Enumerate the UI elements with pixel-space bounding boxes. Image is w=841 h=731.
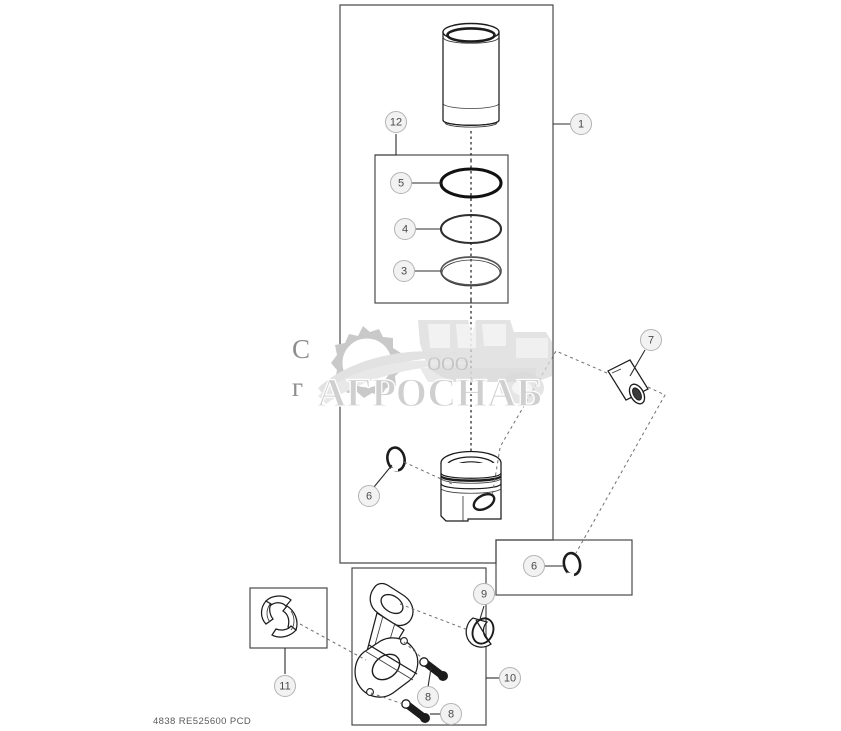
frame-bearing-set [249,587,328,649]
callout-6-lower-label: 6 [531,561,537,573]
connecting-rod-bushing [465,617,495,648]
callout-7[interactable]: 7 [640,329,662,351]
callout-8-lower-label: 8 [448,709,454,721]
callout-9[interactable]: 9 [473,583,495,605]
drawing-reference-code: 4838 RE525600 PCD [153,716,252,727]
callout-9-label: 9 [481,589,487,601]
callout-8-upper[interactable]: 8 [417,686,439,708]
callout-12-label: 12 [390,117,402,129]
cap-screw-upper [419,657,448,681]
callout-10-label: 10 [504,673,516,685]
assembly-path-ring-upper [403,461,453,485]
callout-6-lower[interactable]: 6 [523,555,545,577]
callout-3[interactable]: 3 [393,260,415,282]
piston-ring-oil-inner [441,259,501,287]
callout-8-upper-label: 8 [425,692,431,704]
cylinder-liner [442,22,500,128]
bearing-shell-lower [271,605,298,638]
assembly-path-bearings [299,623,367,661]
bearing-shell-upper [260,595,292,625]
callout-11[interactable]: 11 [274,675,296,697]
callout-7-label: 7 [648,335,654,347]
piston [440,450,502,522]
assembly-path-pin-lower [575,386,666,554]
connecting-rod [354,582,419,698]
assembly-path-screw-upper [403,641,424,660]
piston-pin [607,359,649,405]
callout-12[interactable]: 12 [385,111,407,133]
leader-line-7 [629,349,646,377]
callout-11-label: 11 [279,681,290,693]
callout-5-label: 5 [398,178,404,190]
callout-4-label: 4 [402,224,408,236]
leader-line-9 [479,605,485,620]
leader-line-6a [373,464,393,488]
callout-6-upper[interactable]: 6 [358,485,380,507]
callout-1-label: 1 [578,119,584,131]
callout-1[interactable]: 1 [570,113,592,135]
cap-screw-lower [401,699,430,723]
leader-line-12 [375,134,397,156]
callout-6-upper-label: 6 [366,491,372,503]
callout-8-lower[interactable]: 8 [440,703,462,725]
frame-piston-ring-set [374,154,509,304]
callout-10[interactable]: 10 [499,667,521,689]
retaining-ring-upper [386,446,406,472]
callout-4[interactable]: 4 [394,218,416,240]
leader-line-8a [427,667,432,688]
retaining-ring-lower [562,551,582,577]
assembly-path-pin-bore [491,447,501,498]
callout-5[interactable]: 5 [390,172,412,194]
callout-3-label: 3 [401,266,407,278]
frame-retaining-ring-lower [495,539,633,596]
